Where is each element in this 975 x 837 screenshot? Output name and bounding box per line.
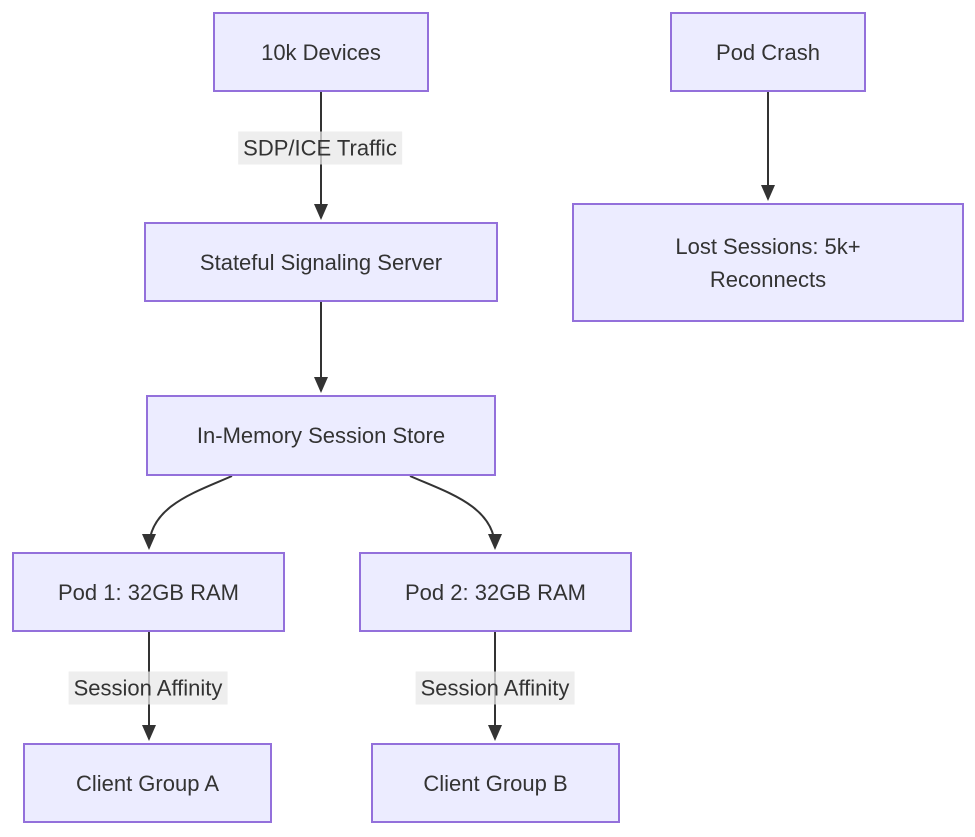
node-label: Pod 1: 32GB RAM [58, 579, 239, 605]
node-in-memory-session-store: In-Memory Session Store [146, 395, 496, 476]
node-label: In-Memory Session Store [196, 423, 446, 448]
node-client-group-b: Client Group B [371, 743, 620, 823]
node-label: Pod 2: 32GB RAM [405, 579, 586, 605]
node-client-group-a: Client Group A [23, 743, 272, 823]
node-pod-2-32gb-ram: Pod 2: 32GB RAM [359, 552, 632, 632]
node-pod-crash: Pod Crash [670, 12, 866, 92]
node-label: Stateful Signaling Server [199, 249, 443, 275]
node-label: Client Group B [423, 770, 568, 796]
node-label: Client Group A [75, 770, 220, 796]
node-10k-devices: 10k Devices [213, 12, 429, 92]
edge-store-to-pod1 [142, 475, 233, 550]
node-label: Pod Crash [716, 39, 820, 65]
edge-store-to-pod2 [409, 475, 502, 550]
node-stateful-signaling-server: Stateful Signaling Server [144, 222, 498, 302]
edge-label-session-affinity-right: Session Affinity [415, 671, 575, 705]
node-lost-sessions-reconnects: Lost Sessions: 5k+ Reconnects [572, 203, 964, 322]
node-label-line-2: Reconnects [709, 266, 827, 292]
edge-label-session-affinity-left: Session Affinity [68, 671, 228, 705]
edge-label-sdp-ice-traffic: SDP/ICE Traffic [238, 131, 402, 165]
node-label: 10k Devices [261, 39, 381, 65]
node-pod-1-32gb-ram: Pod 1: 32GB RAM [12, 552, 285, 632]
node-label-line-1: Lost Sessions: 5k+ [675, 233, 861, 259]
